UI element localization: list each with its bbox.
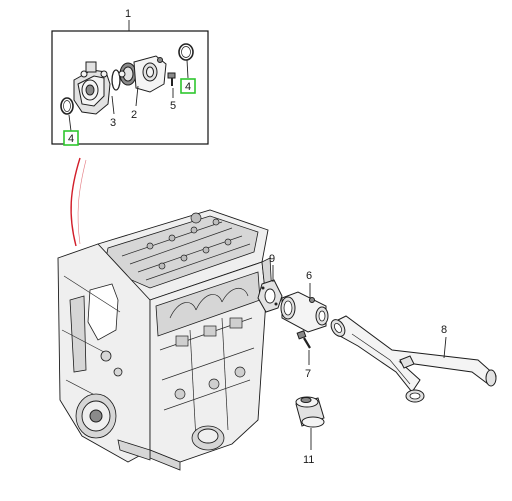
inset-panel: 1 3 — [51, 8, 209, 146]
o-ring-right — [178, 43, 194, 61]
callout-1: 1 — [125, 8, 131, 20]
callout-5: 5 — [170, 100, 176, 112]
callout-7: 7 — [305, 368, 311, 380]
o-ring-left — [60, 97, 74, 115]
engine-block — [57, 209, 273, 471]
highlight-box-4-left — [63, 130, 79, 146]
bolt-7 — [296, 330, 311, 349]
gasket — [111, 69, 121, 91]
bolt-5 — [167, 72, 176, 86]
callout-8: 8 — [441, 324, 447, 336]
outlet-housing-6 — [280, 291, 329, 333]
sensor-11 — [295, 396, 325, 428]
coolant-pipe-8 — [330, 315, 497, 403]
gasket-9 — [257, 279, 283, 313]
highlight-box-4-right — [180, 78, 196, 94]
thermostat-housing — [73, 61, 111, 115]
callout-4-right: 4 — [185, 81, 191, 93]
callout-9: 9 — [269, 253, 275, 265]
callout-3: 3 — [110, 117, 116, 129]
red-leader-line — [70, 157, 81, 247]
callout-6: 6 — [306, 270, 312, 282]
callout-2: 2 — [131, 109, 137, 121]
housing-cover — [133, 55, 167, 93]
callout-11: 11 — [303, 454, 314, 466]
callout-4-left: 4 — [68, 133, 74, 145]
